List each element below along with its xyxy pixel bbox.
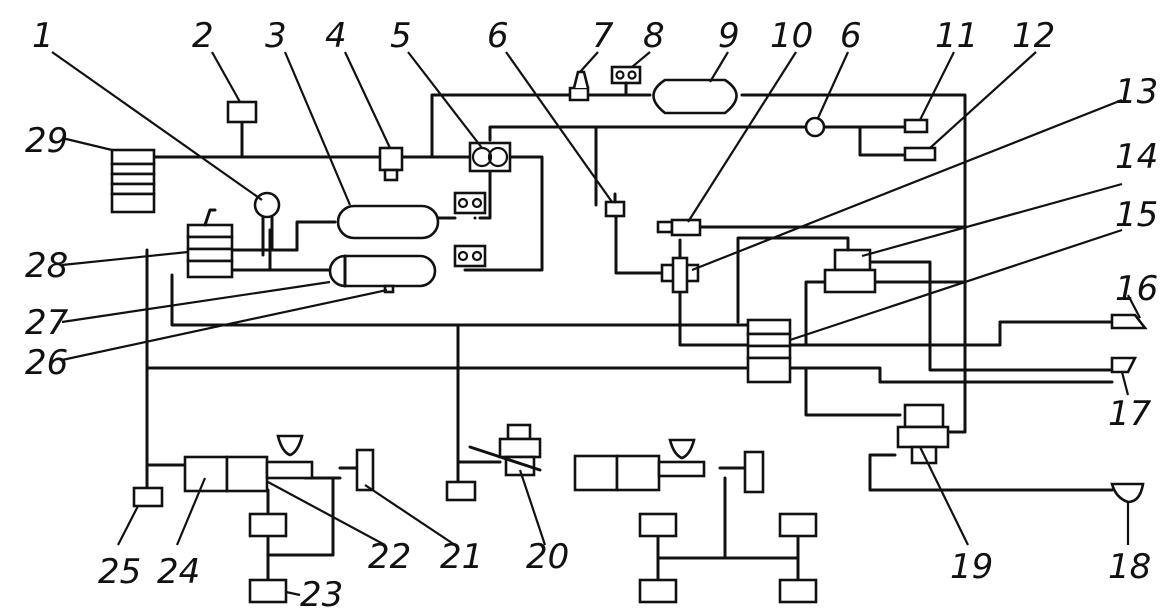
callout-15: 15 [1115, 195, 1158, 235]
callout-14: 14 [1115, 137, 1158, 177]
component-18 [1110, 482, 1145, 504]
callout-7: 7 [592, 16, 614, 56]
callout-17: 17 [1108, 394, 1152, 434]
tank-9 [652, 78, 738, 115]
chamber-mid-ur [778, 512, 818, 538]
callout-6b: 6 [840, 16, 862, 56]
component-box-20 [445, 480, 477, 502]
component-11 [903, 118, 929, 134]
callout-9: 9 [718, 16, 740, 56]
callout-labels: 1 2 3 4 5 6 7 8 9 10 6 11 12 13 14 15 16… [25, 16, 1158, 615]
callout-29: 29 [25, 121, 68, 161]
callout-8: 8 [643, 16, 665, 56]
component-4 [378, 146, 404, 182]
callout-24: 24 [157, 552, 200, 592]
compressor-29 [110, 148, 156, 214]
chamber-mid-ll [638, 578, 678, 604]
component-2 [226, 100, 258, 124]
chamber-upper-left [248, 512, 288, 538]
callout-28: 28 [25, 246, 68, 286]
callout-20: 20 [526, 537, 569, 577]
component-15 [746, 318, 792, 384]
callout-1: 1 [32, 16, 54, 56]
component-10 [656, 218, 702, 237]
brake-cylinder-middle [573, 438, 765, 494]
callout-22: 22 [368, 537, 411, 577]
callout-12: 12 [1012, 16, 1055, 56]
component-6-left [604, 192, 626, 218]
callout-21: 21 [440, 537, 483, 577]
chamber-23 [248, 578, 288, 604]
callout-16: 16 [1115, 269, 1158, 309]
component-12 [903, 146, 937, 162]
chamber-mid-ul [638, 512, 678, 538]
callout-19: 19 [950, 547, 993, 587]
chamber-mid-lr [778, 578, 818, 604]
callout-26: 26 [25, 343, 68, 383]
component-17 [1110, 356, 1138, 374]
leader-lines [51, 51, 1141, 597]
component-14 [823, 238, 877, 294]
callout-5: 5 [390, 16, 412, 56]
tank-27 [328, 254, 437, 288]
component-6-right [804, 116, 826, 138]
callout-2: 2 [192, 16, 214, 56]
component-13 [660, 256, 700, 294]
component-28 [186, 208, 234, 279]
component-8 [610, 65, 642, 97]
valve-5 [468, 141, 512, 173]
pressure-indicator-lower [453, 244, 487, 268]
component-25 [132, 486, 164, 508]
brake-cylinder-24 [183, 434, 314, 493]
callout-13: 13 [1115, 72, 1158, 112]
components [110, 65, 1148, 604]
callout-10: 10 [770, 16, 813, 56]
tank-3 [336, 204, 440, 240]
pipelines [145, 93, 1114, 596]
component-21 [355, 448, 375, 492]
pressure-indicator-upper [453, 191, 487, 215]
callout-6a: 6 [487, 16, 509, 56]
callout-18: 18 [1108, 547, 1151, 587]
component-7 [568, 70, 590, 102]
component-1 [253, 191, 281, 257]
callout-25: 25 [98, 552, 141, 592]
callout-23: 23 [300, 575, 343, 615]
drain-26 [383, 284, 395, 294]
component-20 [468, 423, 542, 477]
callout-11: 11 [935, 16, 978, 56]
callout-3: 3 [265, 16, 287, 56]
component-16 [1110, 313, 1148, 330]
callout-4: 4 [325, 16, 347, 56]
callout-27: 27 [25, 303, 69, 343]
